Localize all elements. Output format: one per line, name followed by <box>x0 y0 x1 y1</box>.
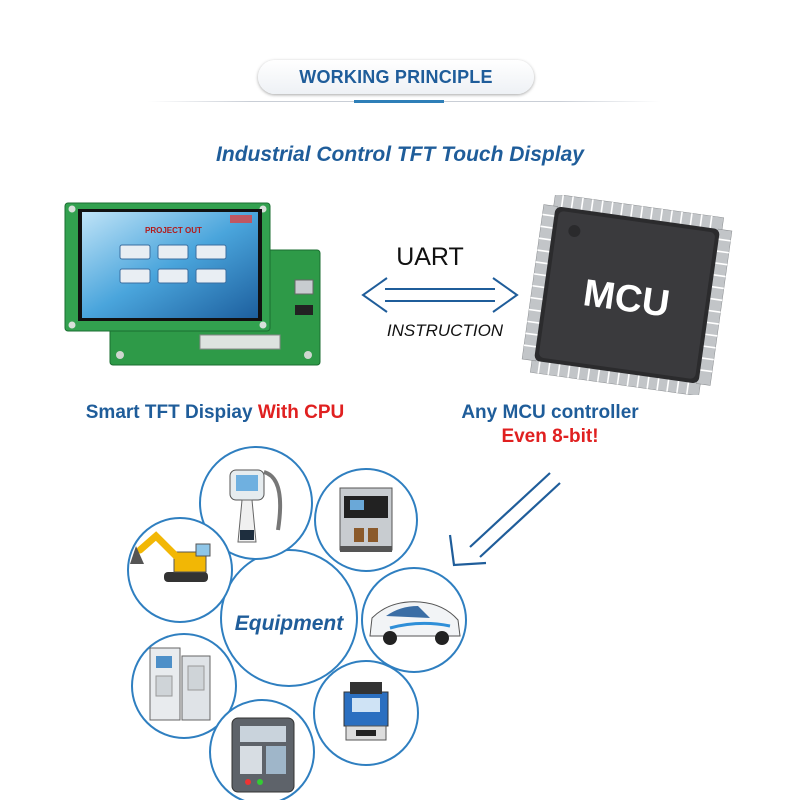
screen-title: PROJECT OUT <box>145 226 202 235</box>
power-cabinet-icon <box>149 647 211 721</box>
mcu-label-highlight: Even 8-bit! <box>501 426 599 447</box>
display-label-highlight: With CPU <box>257 402 345 423</box>
uart-label: UART <box>396 243 464 271</box>
display-label: Smart TFT Dispiay With CPU <box>0 402 430 424</box>
title-divider-accent <box>354 100 444 103</box>
tft-display-board-image: PROJECT OUT <box>64 202 321 366</box>
equipment-diagram <box>127 446 467 800</box>
car-icon <box>369 601 461 645</box>
display-label-main: Smart TFT Dispiay <box>85 402 253 423</box>
key-cutting-machine-icon <box>343 682 389 741</box>
diagram-subtitle: Industrial Control TFT Touch Display <box>216 143 584 166</box>
instruction-label: INSTRUCTION <box>386 321 504 340</box>
section-title-pill: WORKING PRINCIPLE <box>258 60 534 94</box>
control-panel-icon <box>231 717 295 793</box>
flow-arrow <box>448 472 561 567</box>
equipment-handheld <box>199 446 313 560</box>
mcu-chip-image: MCU <box>521 195 733 395</box>
coffee-machine-icon <box>339 487 393 552</box>
handheld-device-icon <box>229 469 283 543</box>
excavator-icon <box>130 531 211 582</box>
mcu-label: Any MCU controller <box>461 402 639 423</box>
equipment-label: Equipment <box>234 612 344 635</box>
bidirectional-arrow <box>361 277 519 313</box>
equipment-hub <box>220 549 358 687</box>
section-title: WORKING PRINCIPLE <box>299 67 493 87</box>
